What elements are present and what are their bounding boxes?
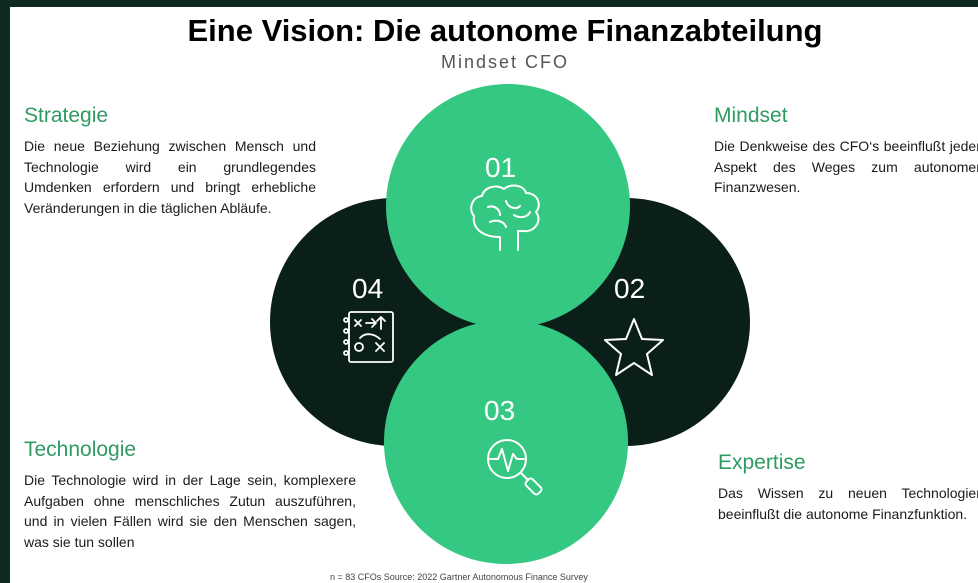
expertise-heading: Expertise — [718, 451, 806, 474]
expertise-text: Das Wissen zu neuen Technologien beeinfl… — [718, 485, 978, 522]
page-title: Eine Vision: Die autonome Finanzabteilun… — [187, 13, 823, 48]
mindset-heading: Mindset — [714, 104, 788, 127]
technologie-heading: Technologie — [24, 438, 137, 461]
magnifier-pulse-icon — [487, 439, 543, 496]
source-footnote: n = 83 CFOs Source: 2022 Gartner Autonom… — [330, 572, 588, 582]
brain-icon — [470, 184, 540, 251]
technologie-text: Die Technologie wird in der Lage sein, k… — [24, 472, 356, 550]
strategie-heading: Strategie — [24, 104, 109, 127]
strategie-text: Die neue Beziehung zwischen Mensch und T… — [24, 138, 316, 216]
star-icon — [604, 318, 664, 376]
section-technologie: Technologie Die Technologie wird in der … — [24, 438, 356, 552]
circle-04-number: 04 — [352, 273, 383, 304]
section-mindset: Mindset Die Denkweise des CFO‘s beeinflu… — [714, 104, 978, 198]
four-circle-diagram: 01 02 03 04 — [270, 84, 750, 564]
section-expertise: Expertise Das Wissen zu neuen Technologi… — [718, 451, 978, 524]
circle-02-number: 02 — [614, 273, 645, 304]
circle-01-number: 01 — [485, 152, 516, 183]
section-strategie: Strategie Die neue Beziehung zwischen Me… — [24, 104, 316, 218]
mindset-text: Die Denkweise des CFO‘s beeinflußt jeden… — [714, 138, 978, 195]
page-subtitle: Mindset CFO — [440, 52, 570, 72]
slide-canvas: Eine Vision: Die autonome Finanzabteilun… — [10, 7, 978, 583]
circle-03-number: 03 — [484, 395, 515, 426]
strategy-notebook-icon — [343, 311, 394, 363]
circle-03 — [384, 320, 628, 564]
